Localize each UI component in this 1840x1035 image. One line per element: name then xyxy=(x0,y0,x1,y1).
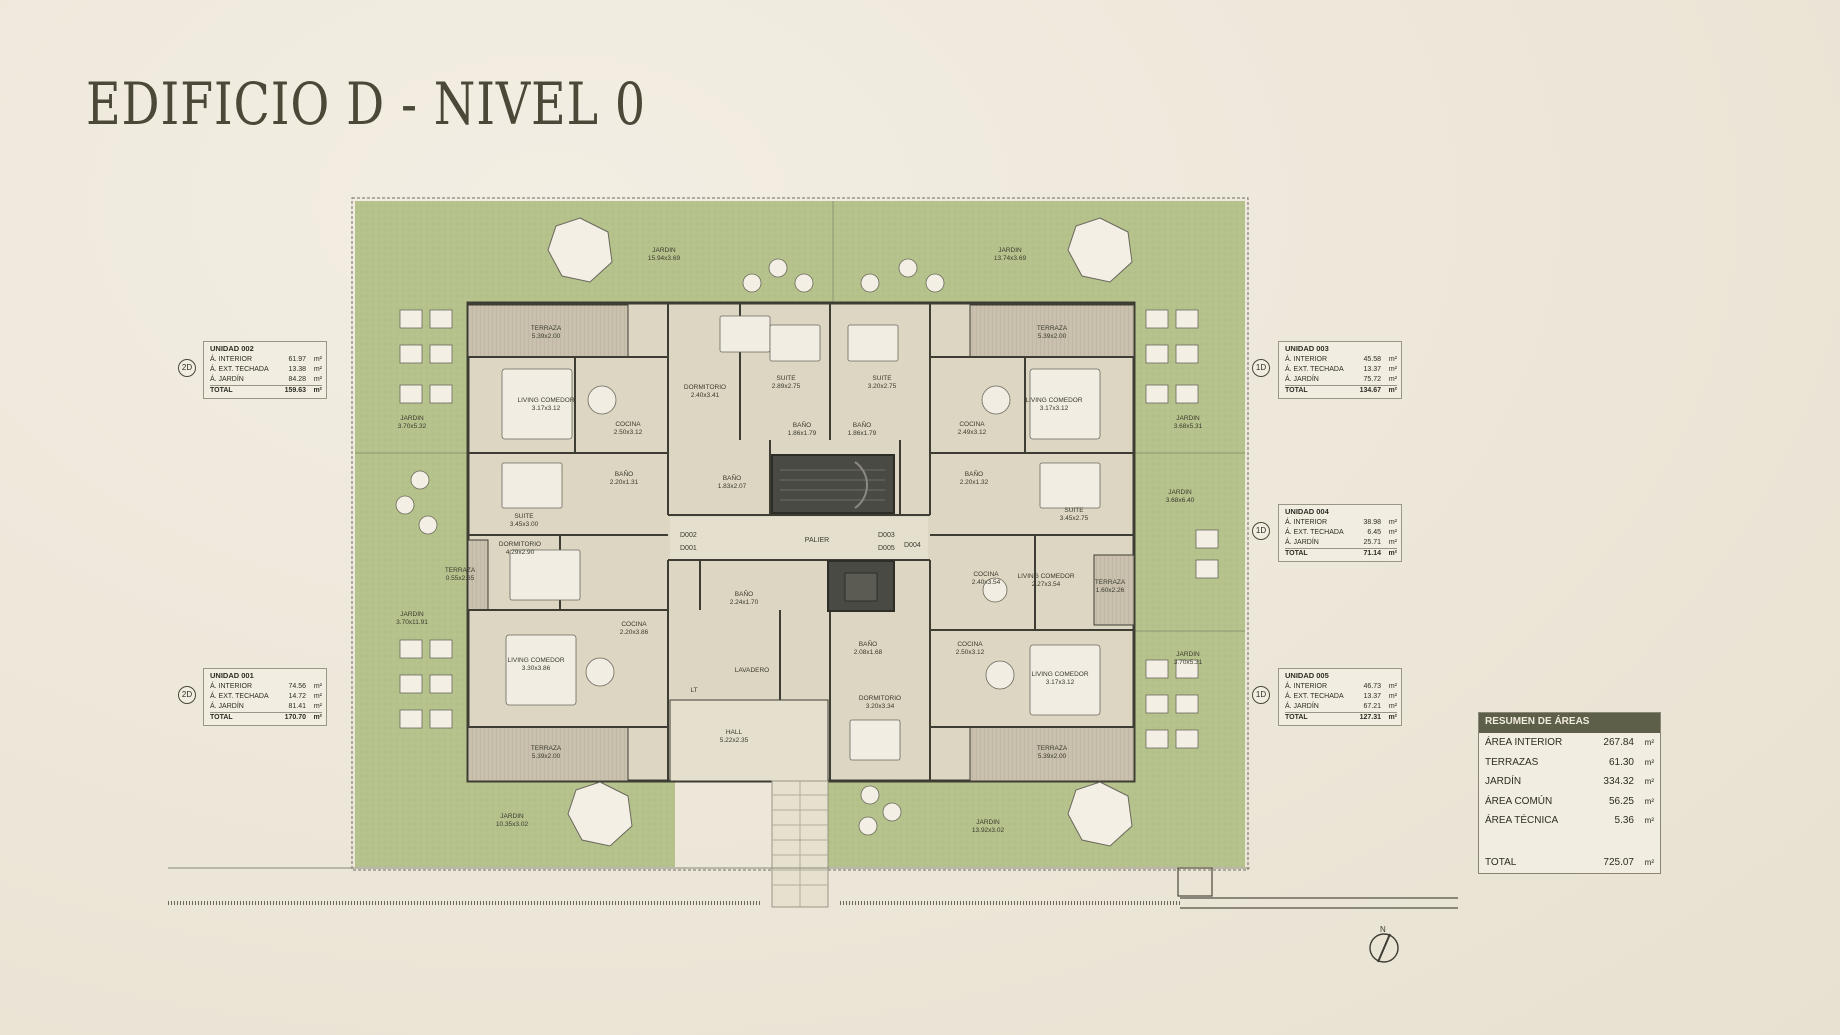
building xyxy=(466,301,1136,908)
palier-label: PALIER xyxy=(805,537,829,544)
unit-tag: 2D xyxy=(178,686,196,704)
garden-tables xyxy=(395,258,1219,836)
compass-icon: N xyxy=(1369,925,1399,963)
door-tag: D002 xyxy=(680,532,697,539)
door-tag: D004 xyxy=(904,542,921,549)
unit-tag: 2D xyxy=(178,359,196,377)
unit-tag: 1D xyxy=(1252,686,1270,704)
furniture xyxy=(501,315,1101,761)
unit-tag: 1D xyxy=(1252,522,1270,540)
unit-tag: 1D xyxy=(1252,359,1270,377)
unit-name: UNIDAD 004 xyxy=(1285,507,1329,516)
page-title: EDIFICIO D - NIVEL 0 xyxy=(86,70,646,138)
room-label: LT xyxy=(690,687,697,694)
stair-core xyxy=(771,454,895,514)
room-label: LAVADERO xyxy=(735,667,769,674)
compass-label: N xyxy=(1380,925,1386,934)
unit-name: UNIDAD 002 xyxy=(210,344,254,353)
unit-name: UNIDAD 003 xyxy=(1285,344,1329,353)
door-tag: D001 xyxy=(680,545,697,552)
unit-name: UNIDAD 005 xyxy=(1285,671,1329,680)
door-tag: D003 xyxy=(878,532,895,539)
summary-header: RESUMEN DE ÁREAS xyxy=(1479,713,1660,733)
street-line xyxy=(168,867,1458,909)
garden-umbrellas xyxy=(547,217,1133,847)
door-tag: D005 xyxy=(878,545,895,552)
unit-name: UNIDAD 001 xyxy=(210,671,254,680)
